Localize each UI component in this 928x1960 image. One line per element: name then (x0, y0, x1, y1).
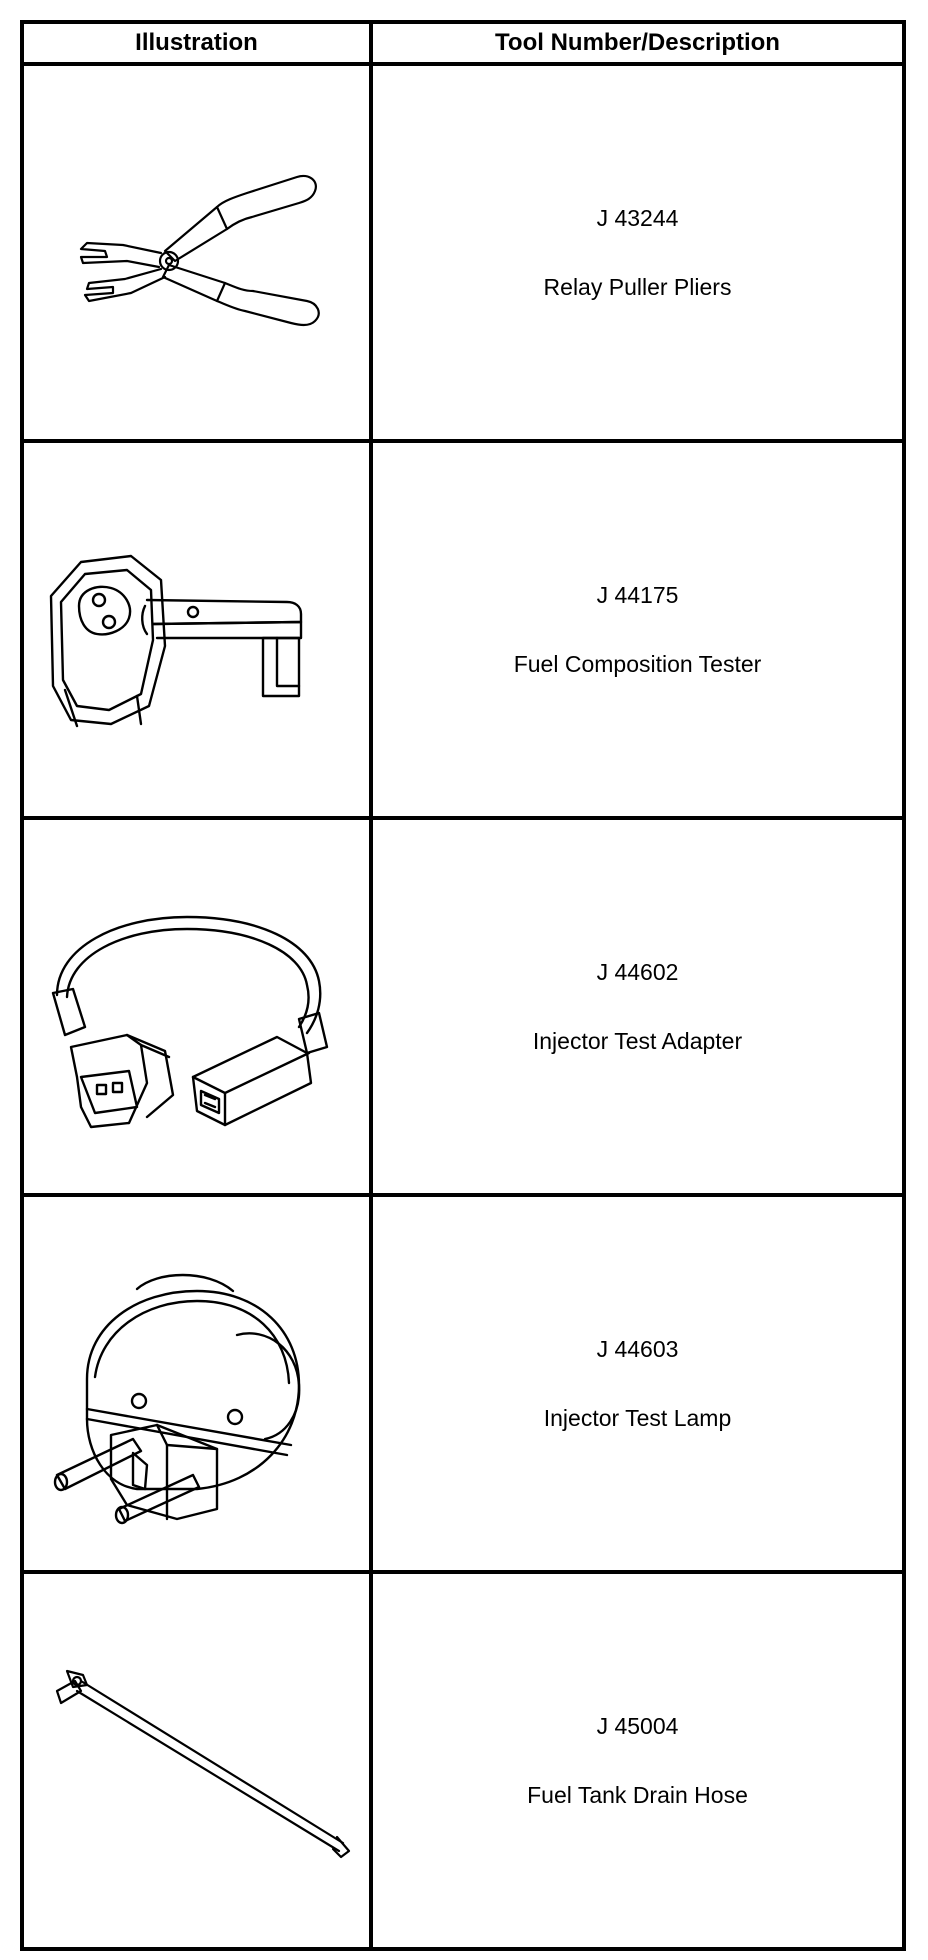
table-row: J 44602 Injector Test Adapter (20, 816, 906, 1197)
relay-puller-pliers-icon (79, 174, 320, 326)
description-cell: J 43244 Relay Puller Pliers (369, 62, 906, 443)
tool-description: Fuel Composition Tester (513, 650, 762, 677)
illustration-cell (20, 1193, 373, 1574)
table-row: J 45004 Fuel Tank Drain Hose (20, 1570, 906, 1951)
tool-number: J 44602 (596, 958, 679, 985)
tool-description: Relay Puller Pliers (543, 273, 732, 300)
table-row: J 43244 Relay Puller Pliers (20, 62, 906, 443)
illustration-cell (20, 1570, 373, 1951)
tool-number: J 43244 (596, 204, 679, 231)
header-illustration: Illustration (20, 20, 373, 66)
illustration-cell (20, 816, 373, 1197)
fuel-tank-drain-hose-icon (55, 1669, 350, 1858)
tool-description: Fuel Tank Drain Hose (527, 1781, 748, 1808)
description-cell: J 44602 Injector Test Adapter (369, 816, 906, 1197)
description-cell: J 45004 Fuel Tank Drain Hose (369, 1570, 906, 1951)
tool-number: J 45004 (596, 1712, 679, 1739)
tool-number: J 44175 (596, 581, 679, 608)
injector-test-adapter-icon (51, 915, 328, 1128)
special-tools-table: Illustration Tool Number/Description (20, 20, 906, 1951)
illustration-cell (20, 439, 373, 820)
fuel-composition-tester-icon (49, 554, 302, 727)
table-row: J 44603 Injector Test Lamp (20, 1193, 906, 1574)
description-cell: J 44175 Fuel Composition Tester (369, 439, 906, 820)
description-cell: J 44603 Injector Test Lamp (369, 1193, 906, 1574)
table-header-row: Illustration Tool Number/Description (20, 20, 906, 66)
illustration-cell (20, 62, 373, 443)
header-tool-description: Tool Number/Description (369, 20, 906, 66)
table-row: J 44175 Fuel Composition Tester (20, 439, 906, 820)
injector-test-lamp-icon (53, 1273, 300, 1524)
tool-number: J 44603 (596, 1335, 679, 1362)
tool-description: Injector Test Adapter (532, 1027, 743, 1054)
tool-description: Injector Test Lamp (543, 1404, 732, 1431)
